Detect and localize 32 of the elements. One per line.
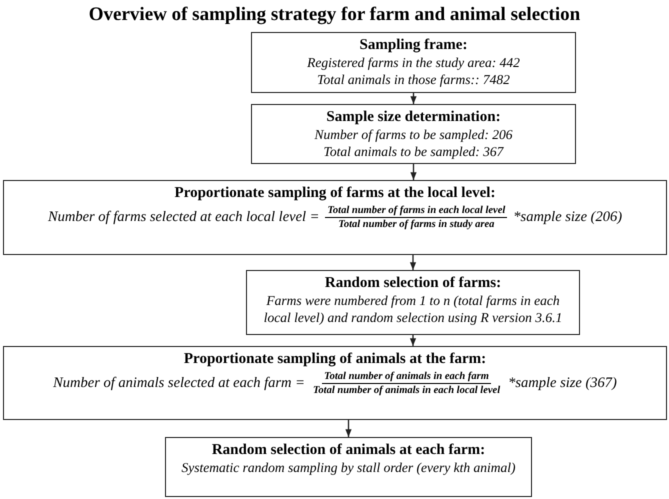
formula-text: *sample size (206) [513, 209, 622, 226]
arrow [410, 93, 417, 104]
box-text: Systematic random sampling by stall order (every kth animal) [182, 459, 516, 476]
box-heading: Random selection of animals at each farm: [212, 442, 486, 459]
box-text: Number of farms to be sampled: 206 [314, 126, 512, 143]
fraction-numerator: Total number of farms in each local level [325, 204, 508, 218]
box-heading: Proportionate sampling of farms at the local level: [174, 185, 496, 202]
arrow [410, 255, 416, 270]
box-text: Farms were numbered from 1 to n (total farms in each local level) and random selection using R version 3.6.1 [262, 292, 564, 326]
formula-text: *sample size (367) [508, 375, 617, 392]
process-box [246, 270, 580, 335]
process-box [3, 346, 667, 420]
arrow [410, 335, 416, 346]
fraction-denominator: Total number of farms in study area [337, 218, 496, 231]
process-box [165, 437, 532, 497]
fraction-denominator: Total number of animals in each local level [312, 384, 502, 397]
arrow [345, 420, 352, 437]
process-box [251, 104, 576, 164]
diagram-title: Overview of sampling strategy for farm and animal selection [88, 4, 582, 26]
formula-text: Number of farms selected at each local level = [48, 209, 320, 226]
box-heading: Proportionate sampling of animals at the farm: [184, 351, 486, 368]
box-heading: Sample size determination: [326, 109, 501, 126]
arrow [410, 164, 417, 180]
box-text: Registered farms in the study area: 442 [307, 54, 520, 71]
box-heading: Sampling frame: [360, 37, 468, 54]
box-heading: Random selection of farms: [324, 275, 502, 292]
process-box [251, 32, 576, 93]
fraction-numerator: Total number of animals in each farm [322, 370, 491, 384]
box-text: Total animals to be sampled: 367 [324, 143, 504, 160]
process-box [3, 180, 667, 255]
box-text: Total animals in those farms:: 7482 [317, 71, 510, 88]
formula-text: Number of animals selected at each farm = [53, 375, 305, 392]
